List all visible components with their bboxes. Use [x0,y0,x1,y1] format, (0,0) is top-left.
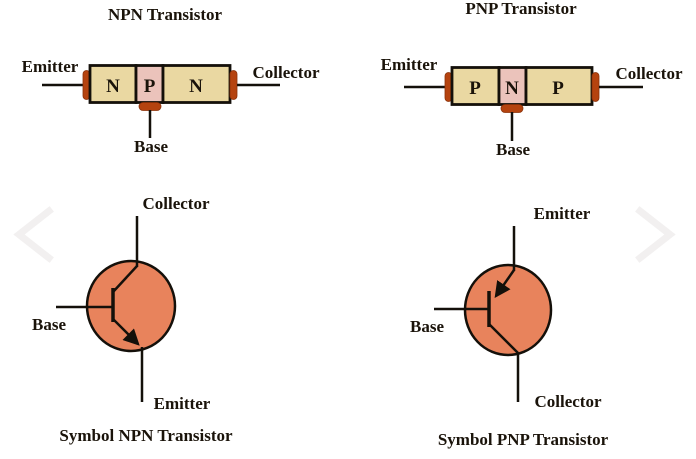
pnp-region-p2-letter: P [552,78,564,99]
npn-symbol-emitter-arrow [112,318,140,346]
npn-base-label: Base [134,137,168,156]
npn-symbol-collector-label: Collector [142,194,209,213]
pnp-region-n-letter: N [505,78,519,99]
carousel-next-icon[interactable] [635,206,676,263]
pnp-symbol-emitter-label: Emitter [534,204,591,223]
pnp-region-p2 [524,66,594,106]
npn-symbol-caption: Symbol NPN Transistor [59,426,233,445]
pnp-symbol-collector-label: Collector [534,392,601,411]
pnp-collector-label: Collector [615,64,682,83]
pnp-symbol-caption: Symbol PNP Transistor [438,430,609,449]
npn-region-n1 [88,64,138,104]
pnp-symbol-collector-diagonal [488,323,519,354]
npn-region-n2 [161,64,232,104]
npn-symbol-emitter-label: Emitter [154,394,211,413]
npn-symbol-base-label: Base [32,315,66,334]
pnp-region-p1-letter: P [469,78,481,99]
npn-block-diagram: NPN Transistor Emitter N P N Collector B… [22,5,320,156]
npn-region-n2-letter: N [189,76,203,97]
pnp-region-n [497,66,528,106]
pnp-base-label: Base [496,140,530,159]
npn-emitter-label: Emitter [22,57,79,76]
pnp-block-diagram: PNP Transistor Emitter P N P Collector B… [381,0,683,159]
npn-region-p-letter: P [144,76,156,97]
pnp-collector-terminal [591,72,600,102]
npn-collector-terminal [229,70,238,100]
pnp-symbol-diagram: Emitter Base Collector Symbol PNP Transi… [410,204,609,449]
carousel-prev-icon[interactable] [13,206,54,263]
pnp-symbol-emitter-arrow [494,269,516,299]
npn-region-n1-letter: N [106,76,120,97]
pnp-symbol-base-label: Base [410,317,444,336]
pnp-block-title: PNP Transistor [465,0,577,18]
npn-block-title: NPN Transistor [108,5,223,24]
npn-collector-label: Collector [252,63,319,82]
npn-base-terminal [138,102,162,111]
pnp-emitter-label: Emitter [381,55,438,74]
npn-symbol-diagram: Collector Base Emitter Symbol NPN Transi… [32,194,233,445]
npn-symbol-collector-diagonal [112,265,138,293]
pnp-base-terminal [500,104,524,113]
